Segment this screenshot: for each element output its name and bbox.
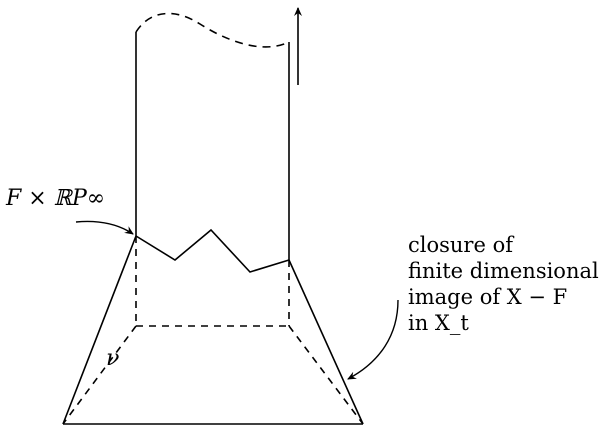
nu-label: ν — [106, 346, 120, 371]
cylinder-wavy-top — [135, 12, 290, 48]
annotation-line-3: image of X − F — [408, 285, 568, 309]
annotation-text: closure of finite dimensional image of X… — [408, 232, 599, 336]
product-space-label: F × ℝP∞ — [6, 186, 106, 211]
zigzag-boundary — [135, 228, 290, 273]
diagonal-left-dashed — [62, 325, 137, 425]
annotation-line-2: finite dimensional — [408, 259, 599, 283]
trapezoid-left-edge — [62, 235, 137, 425]
annotation-pointer-arrow — [347, 299, 399, 380]
annotation-line-1: closure of — [408, 233, 513, 257]
annotation-line-4: in X_t — [408, 311, 469, 335]
trapezoid-right-edge — [288, 259, 364, 425]
label-pointer-arrow — [75, 220, 134, 235]
